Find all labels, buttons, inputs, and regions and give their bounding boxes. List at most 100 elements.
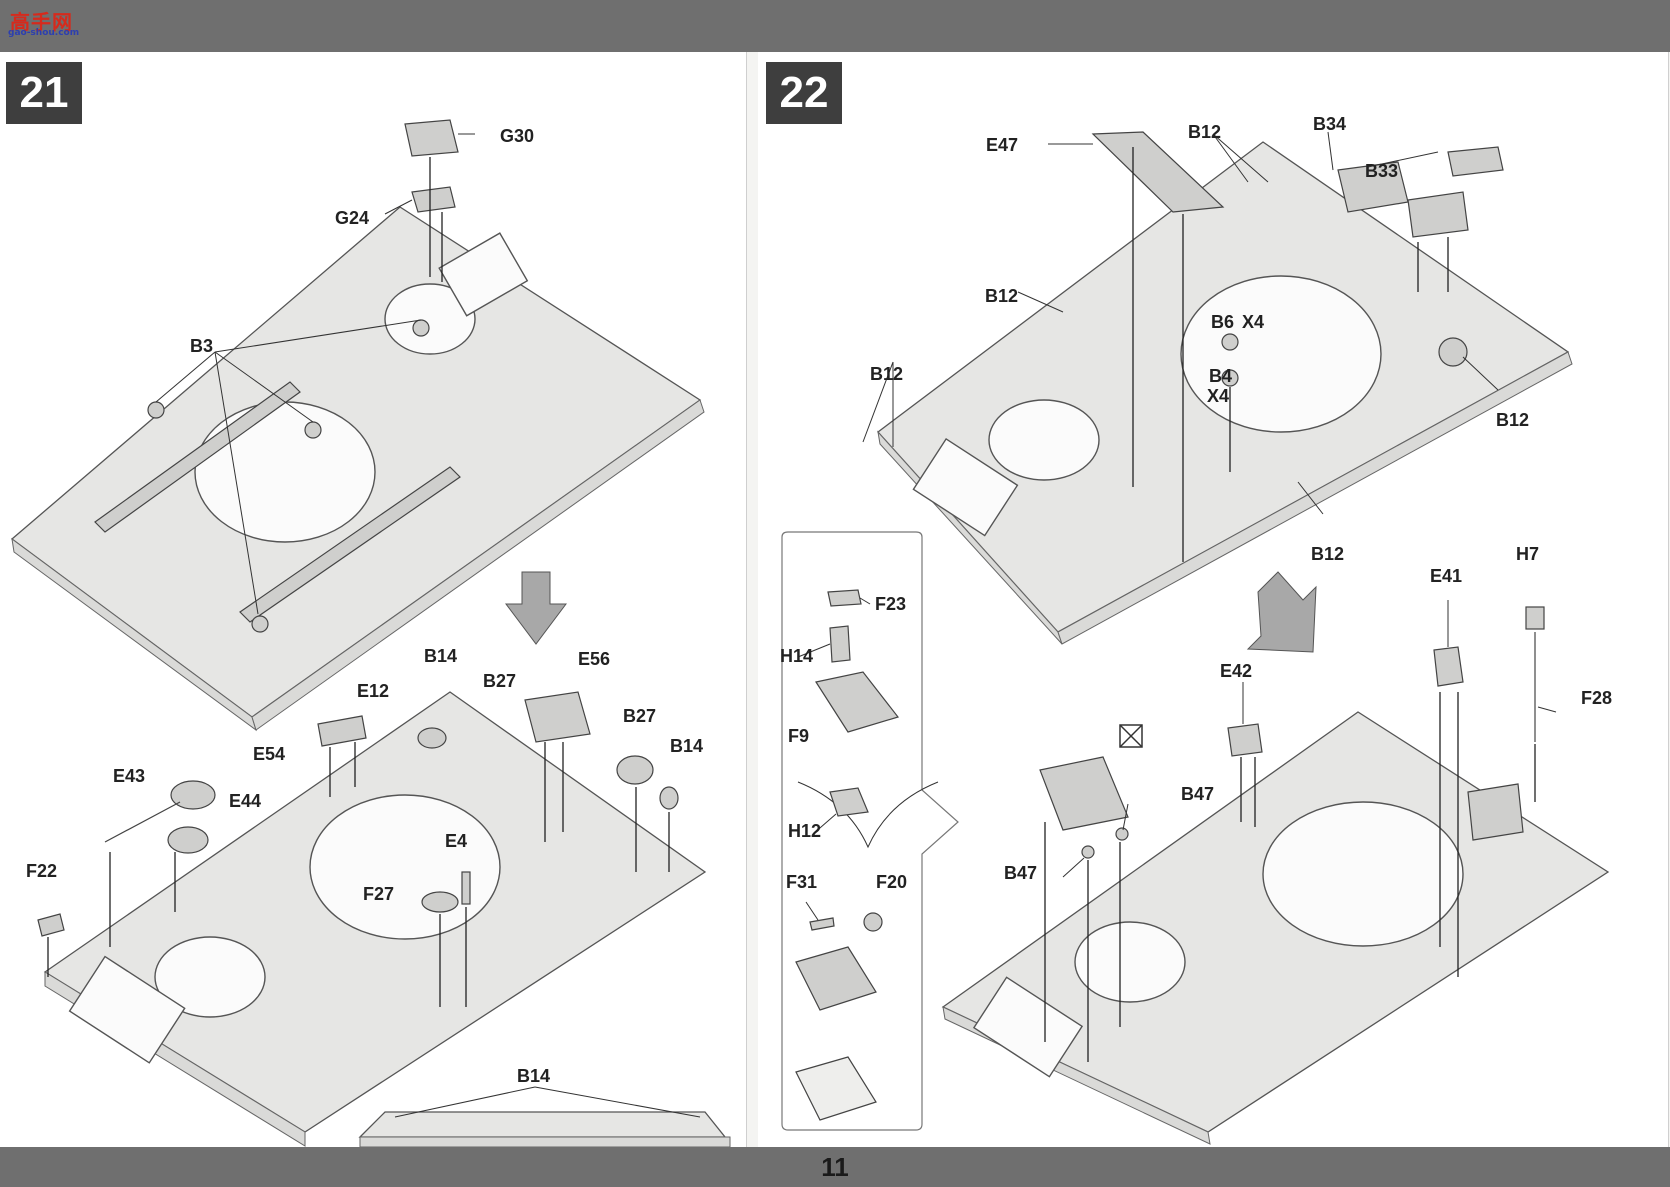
- hull-side-view-base: [359, 1136, 731, 1147]
- label-f31: F31: [786, 872, 817, 892]
- hatch-hole-bottom: [154, 936, 266, 1018]
- label-b14-side: B14: [517, 1066, 550, 1086]
- hull-side-view: [358, 1111, 727, 1138]
- engine-hatch-opening-bottom: [68, 955, 186, 1064]
- label-x4-upper: X4: [1242, 312, 1264, 332]
- leader-line: [1367, 151, 1439, 168]
- leader-line: [797, 781, 939, 849]
- b47-part: [1081, 845, 1095, 859]
- label-b33: B33: [1365, 161, 1398, 181]
- b6-part: [1221, 333, 1239, 351]
- leader-line: [214, 319, 422, 353]
- label-b27-right: B27: [623, 706, 656, 726]
- polygon-shape: [1246, 571, 1317, 653]
- label-b12-far-left: B12: [870, 364, 903, 384]
- label-f9: F9: [788, 726, 809, 746]
- e54-part: [317, 715, 367, 747]
- leader-line: [805, 901, 819, 921]
- label-f22: F22: [26, 861, 57, 881]
- turret-ring-hole-top: [1180, 275, 1382, 433]
- label-b12-right: B12: [1496, 410, 1529, 430]
- label-f20: F20: [876, 872, 907, 892]
- leader-line: [1212, 133, 1269, 183]
- upper-hull-plate-top-side: [251, 399, 705, 731]
- label-e44: E44: [229, 791, 261, 811]
- e41-part: [1433, 646, 1464, 687]
- e47-part: [1091, 131, 1225, 213]
- f22-part: [37, 913, 65, 937]
- f20-part: [863, 912, 883, 932]
- label-g30: G30: [500, 126, 534, 146]
- leader-line: [534, 1086, 701, 1118]
- step-21-diagram: G30 G24 B3 B14 E12: [10, 119, 731, 1147]
- label-e56: E56: [578, 649, 610, 669]
- upper-hull-plate-top-side: [1057, 351, 1573, 645]
- leader-line: [1017, 291, 1064, 313]
- f9-part: [815, 671, 900, 733]
- h12-part: [829, 787, 869, 817]
- label-e43: E43: [113, 766, 145, 786]
- step-22-panel: 22 E47 B12 B34 B33 B12 B6: [758, 52, 1669, 1147]
- hatch-hole-bottom: [1074, 921, 1186, 1003]
- leader-line: [1327, 131, 1334, 171]
- leader-line: [1122, 803, 1129, 831]
- leader-line: [1462, 356, 1499, 391]
- label-b14-top: B14: [424, 646, 457, 666]
- do-not-glue-icon: [1119, 724, 1143, 748]
- label-b12-top: B12: [1188, 122, 1221, 142]
- e43-shovel: [170, 780, 216, 810]
- b14-part: [659, 786, 679, 810]
- b3-part: [412, 319, 430, 337]
- label-e41: E41: [1430, 566, 1462, 586]
- rail-part: [94, 381, 301, 533]
- finished-subassembly: [795, 1056, 877, 1121]
- leader-line: [812, 813, 837, 835]
- hatch-hole-top: [384, 283, 476, 355]
- label-b47-lower: B47: [1004, 863, 1037, 883]
- turret-ring-hole-bottom: [1262, 801, 1464, 947]
- e42-part: [1227, 723, 1263, 757]
- next-stage-arrow-icon: [1246, 571, 1317, 653]
- box-part: [1467, 783, 1524, 841]
- next-stage-arrow-icon: [505, 571, 567, 645]
- logo-text: 高手网: [10, 10, 73, 34]
- step-number-22: 22: [766, 62, 842, 124]
- e4-part: [461, 871, 471, 905]
- e56-part: [524, 691, 591, 743]
- label-e47: E47: [986, 135, 1018, 155]
- f9-subassembly: [1039, 756, 1129, 831]
- hatch-hole-top: [988, 399, 1100, 481]
- label-h14: H14: [780, 646, 813, 666]
- label-b34: B34: [1313, 114, 1346, 134]
- leader-line: [155, 351, 216, 403]
- b4-part: [1221, 369, 1239, 387]
- label-e54: E54: [253, 744, 285, 764]
- label-b27-center: B27: [483, 671, 516, 691]
- b27-part: [616, 755, 654, 785]
- label-f23: F23: [875, 594, 906, 614]
- leader-line: [1537, 706, 1557, 713]
- label-b14-right: B14: [670, 736, 703, 756]
- line-shape: [1119, 724, 1143, 748]
- rail-part-2: [239, 466, 461, 623]
- label-f27: F27: [363, 884, 394, 904]
- leader-line: [214, 351, 259, 615]
- label-g24: G24: [335, 208, 369, 228]
- label-e12: E12: [357, 681, 389, 701]
- logo-subtext: gao-shou.com: [8, 28, 80, 38]
- label-h12: H12: [788, 821, 821, 841]
- e44-shovel: [167, 826, 209, 854]
- label-b12-bottom: B12: [1311, 544, 1344, 564]
- b27-part: [417, 727, 447, 749]
- engine-hatch-opening-bottom: [972, 976, 1084, 1078]
- f31-subassembly: [795, 946, 877, 1011]
- step-22-diagram: E47 B12 B34 B33 B12 B6 X4 B4 X4 B12 B12 …: [780, 114, 1612, 1145]
- b12-part: [1438, 337, 1468, 367]
- g30-part: [404, 119, 459, 157]
- b3-part: [304, 421, 322, 439]
- label-h7: H7: [1516, 544, 1539, 564]
- label-e4: E4: [445, 831, 467, 851]
- turret-ring-hole-bottom: [309, 794, 501, 940]
- label-b4: B4: [1209, 366, 1232, 386]
- h7-part: [1525, 606, 1545, 630]
